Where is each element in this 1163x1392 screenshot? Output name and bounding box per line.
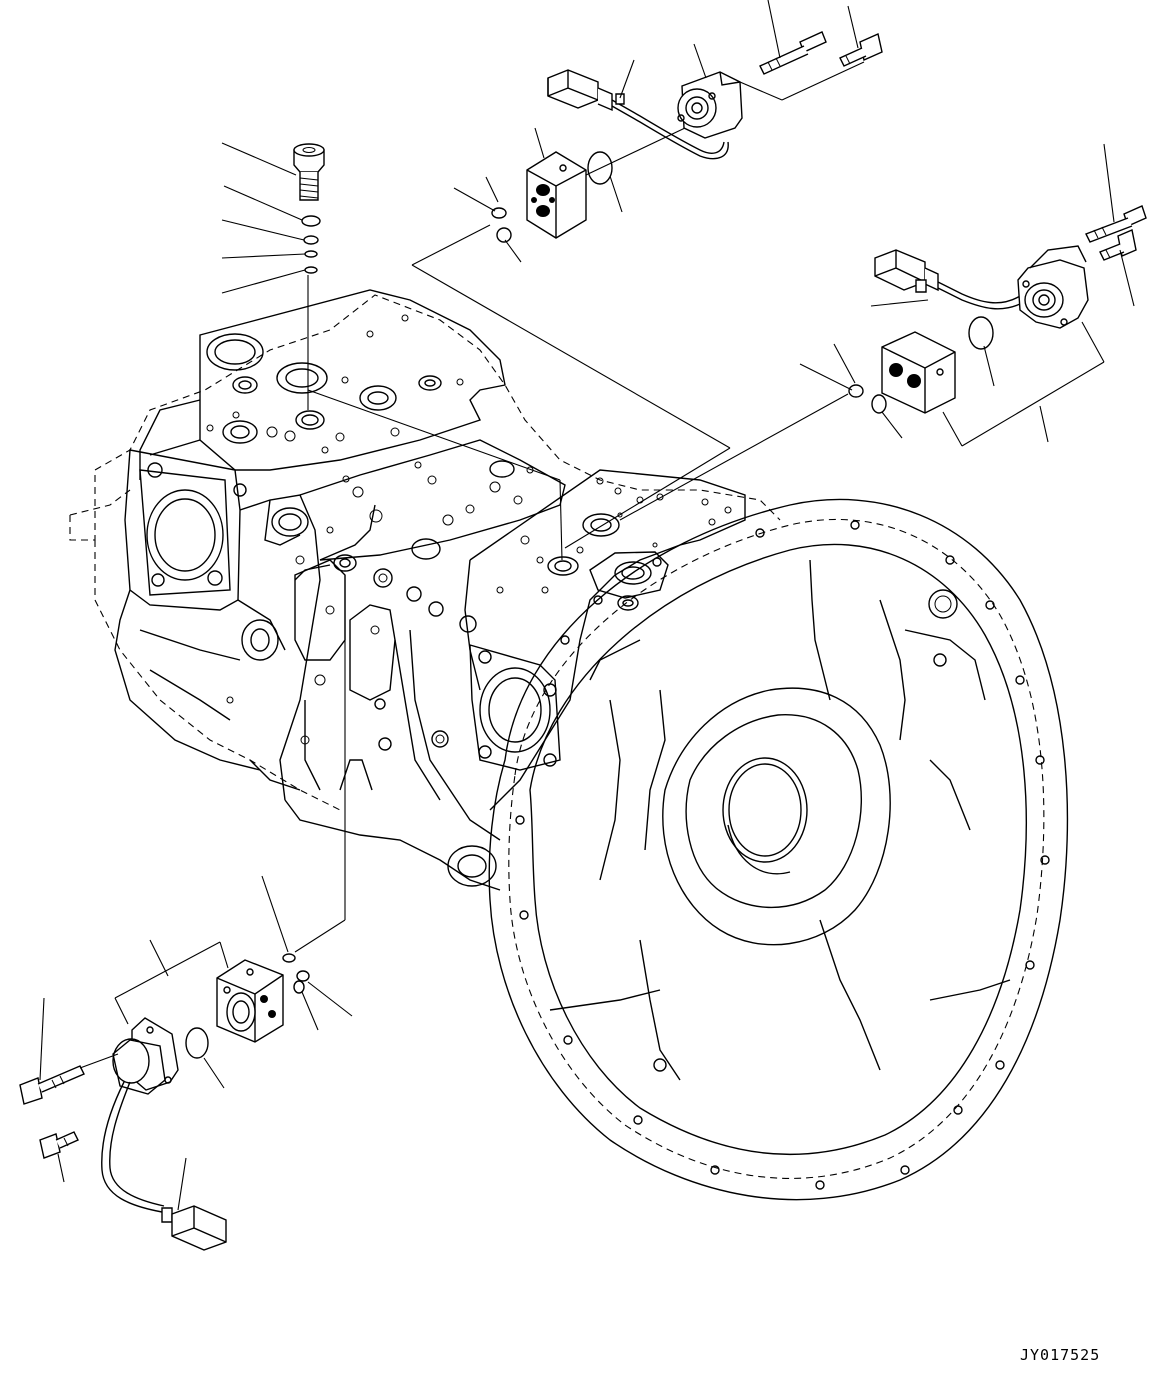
hydraulic-pump-assembly: [70, 275, 780, 952]
solenoid-valve-top: [412, 0, 882, 548]
solenoid-valve-right: [620, 144, 1146, 520]
solenoid-valve-bottom: [20, 876, 352, 1250]
fitting-stack-top: [222, 143, 324, 293]
drawing-id-code: JY017525: [1020, 1346, 1101, 1364]
flywheel-housing: [489, 499, 1067, 1199]
